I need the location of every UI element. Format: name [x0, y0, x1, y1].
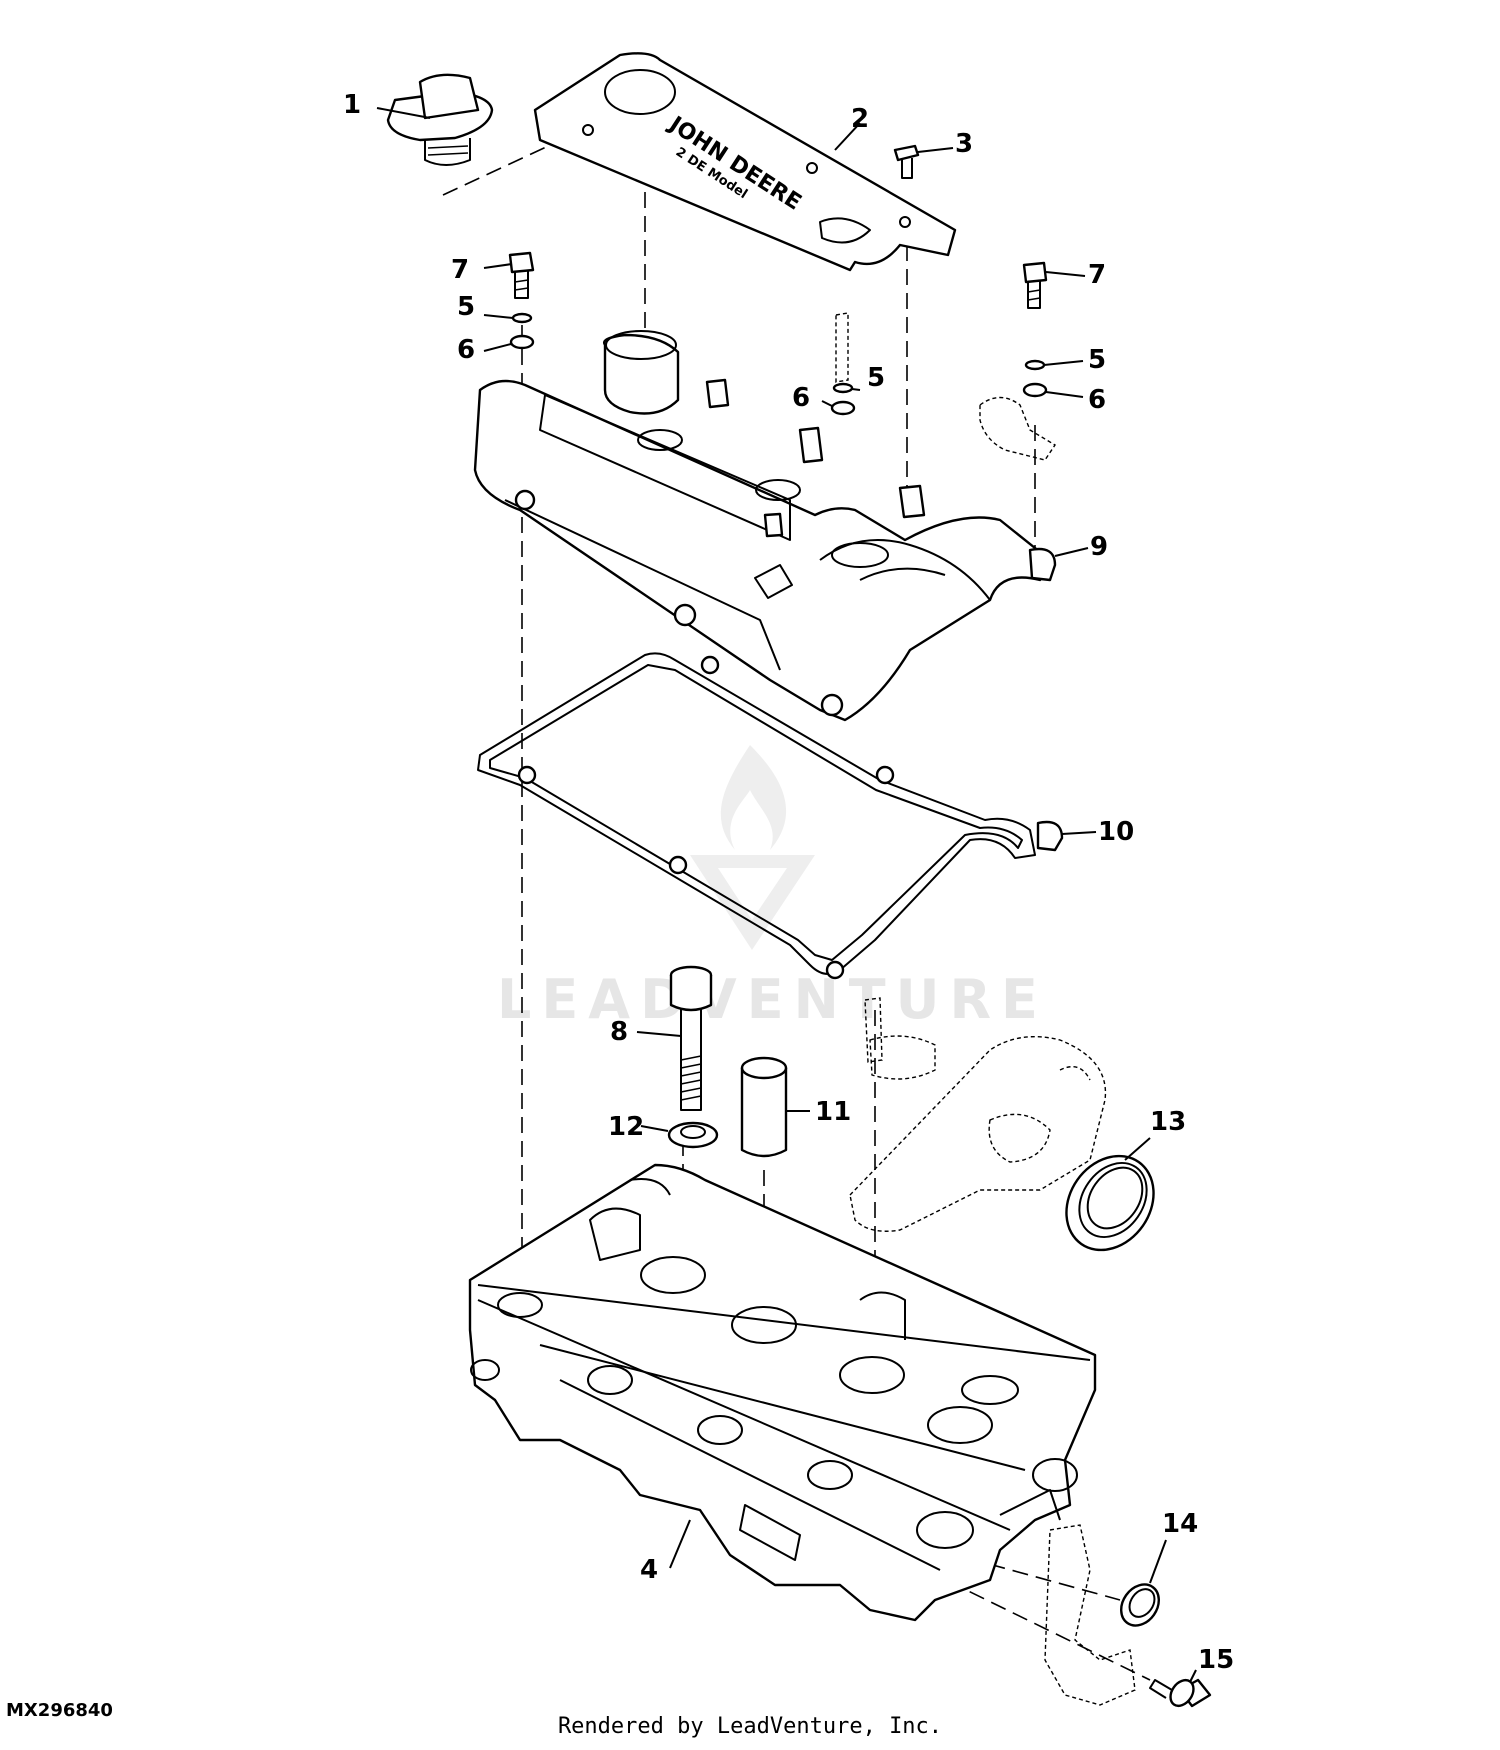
part-washer-stack-center: [830, 312, 856, 416]
callout-9: 9: [1090, 532, 1108, 562]
callout-7-left: 7: [451, 255, 469, 285]
callout-12: 12: [608, 1112, 644, 1142]
callout-5-center: 5: [867, 363, 885, 393]
callout-6-center: 6: [792, 383, 810, 413]
callout-14: 14: [1162, 1509, 1198, 1539]
callout-4: 4: [640, 1555, 658, 1585]
leadventure-watermark: LEADVENTURE: [497, 745, 1048, 1031]
part-phantom-bracket: [1044, 1524, 1136, 1706]
part-cylinder-head: [468, 1163, 1097, 1622]
callout-11: 11: [815, 1097, 851, 1127]
part-oil-seal: [1065, 1154, 1155, 1252]
render-credit: Rendered by LeadVenture, Inc.: [557, 1714, 943, 1739]
callout-10: 10: [1098, 817, 1134, 847]
callout-2: 2: [851, 104, 869, 134]
callout-13: 13: [1150, 1107, 1186, 1137]
callout-5-left: 5: [457, 292, 475, 322]
leader-lines: [376, 107, 1197, 1683]
callout-8: 8: [610, 1017, 628, 1047]
callout-7-right: 7: [1088, 260, 1106, 290]
part-bolt-stack-left: [508, 251, 535, 350]
part-oil-filler-cap: [386, 73, 494, 166]
figure-id: MX296840: [6, 1700, 113, 1721]
part-valve-cover-gasket: [477, 652, 1064, 980]
callout-labels: 1 2 3 7 5 6 5 6 7 5 6 9 10 8 11 12 13 4 …: [343, 90, 1234, 1675]
part-valve-cover: [473, 330, 1057, 722]
callout-6-left: 6: [457, 335, 475, 365]
callout-6-right: 6: [1088, 385, 1106, 415]
part-phantom-timing-housing: [849, 997, 1107, 1232]
part-flange-bolt: [1149, 1678, 1212, 1708]
part-cover-plate: JOHN DEERE 2 DE Model: [533, 52, 957, 272]
callout-15: 15: [1198, 1645, 1234, 1675]
part-o-ring: [1120, 1583, 1160, 1627]
callout-1: 1: [343, 90, 361, 120]
part-cover-screw: [893, 144, 920, 179]
part-bolt-stack-right: [979, 261, 1056, 461]
watermark-text: LEADVENTURE: [497, 968, 1048, 1031]
part-washer: [667, 1121, 719, 1149]
part-dowel-sleeve: [740, 1056, 788, 1158]
callout-5-right: 5: [1088, 345, 1106, 375]
callout-3: 3: [955, 129, 973, 159]
part-long-bolt: [669, 965, 713, 1111]
